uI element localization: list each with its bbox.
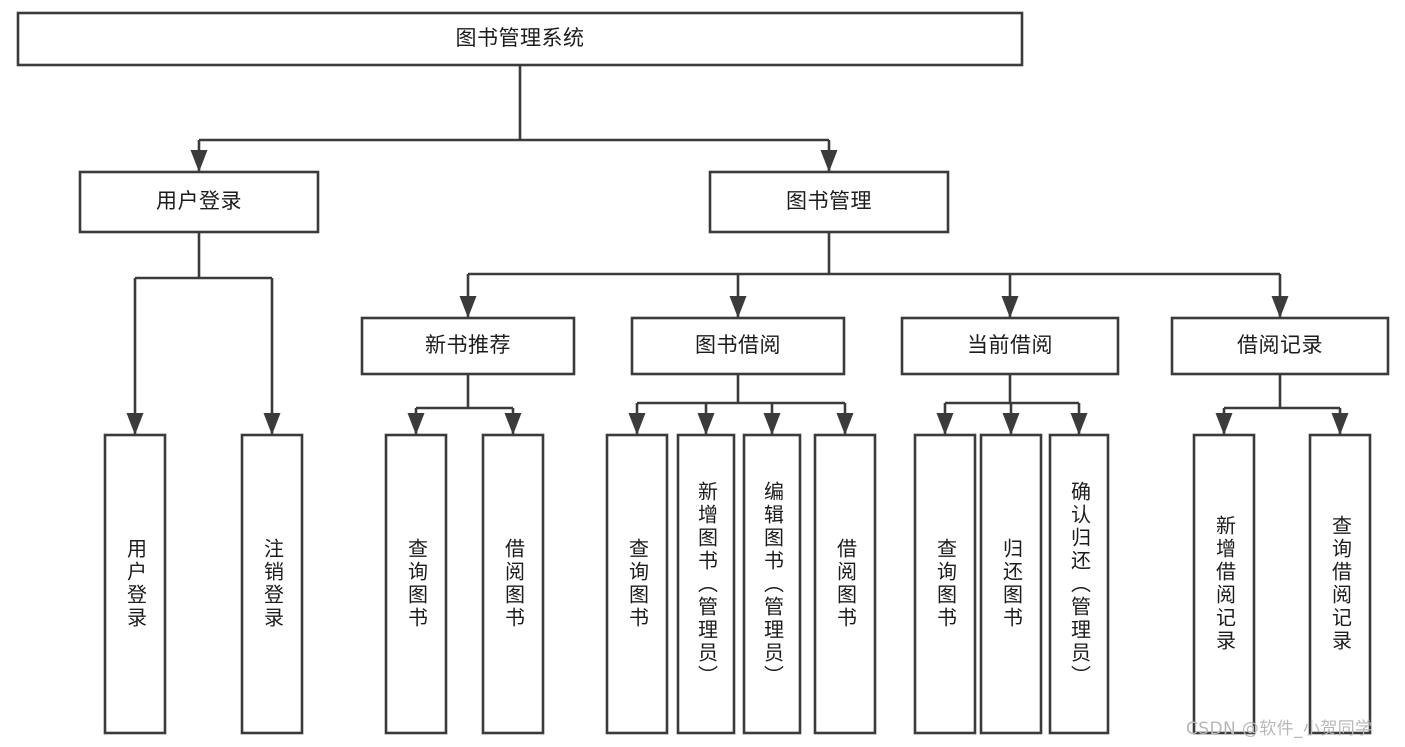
csdn-watermark: CSDN @软件_小贺同学 [1186,719,1373,739]
node-box-user-login[interactable] [78,170,320,234]
node-box-leaf-user-login[interactable] [103,433,167,735]
node-box-leaf-return-book[interactable] [979,433,1043,735]
arrow-head-icon [1331,413,1349,435]
node-box-leaf-query-record[interactable] [1308,433,1372,735]
node-box-leaf-confirm-return[interactable] [1048,433,1110,735]
node-box-root[interactable] [16,11,1024,67]
node-box-book-borrow[interactable] [630,316,846,376]
node-box-book-manage[interactable] [708,170,950,234]
node-box-leaf-edit-book[interactable] [742,433,802,735]
arrow-head-icon [407,413,425,435]
arrow-head-icon [763,413,781,435]
node-box-new-book-rec[interactable] [360,316,576,376]
node-box-leaf-logout[interactable] [240,433,304,735]
node-box-borrow-record[interactable] [1170,316,1390,376]
arrow-head-icon [1271,296,1289,318]
arrow-head-icon [1070,413,1088,435]
node-box-leaf-borrow-book-2[interactable] [813,433,877,735]
arrow-head-icon [936,413,954,435]
arrow-head-icon [820,150,838,172]
node-box-leaf-query-book-1[interactable] [384,433,448,735]
node-box-leaf-add-record[interactable] [1192,433,1256,735]
connector-layer [126,65,1349,435]
arrow-head-icon [697,413,715,435]
node-box-leaf-add-book[interactable] [676,433,736,735]
arrow-head-icon [263,413,281,435]
node-box-leaf-query-book-3[interactable] [913,433,977,735]
arrow-head-icon [1002,413,1020,435]
node-box-leaf-query-book-2[interactable] [605,433,669,735]
arrow-head-icon [836,413,854,435]
arrow-head-icon [190,150,208,172]
arrow-head-icon [126,413,144,435]
arrow-head-icon [504,413,522,435]
arrow-head-icon [628,413,646,435]
arrow-head-icon [459,296,477,318]
arrow-head-icon [729,296,747,318]
arrow-head-icon [1215,413,1233,435]
node-box-layer [16,11,1390,735]
node-box-leaf-borrow-book-1[interactable] [481,433,545,735]
node-box-current-borrow[interactable] [900,316,1120,376]
arrow-head-icon [1001,296,1019,318]
